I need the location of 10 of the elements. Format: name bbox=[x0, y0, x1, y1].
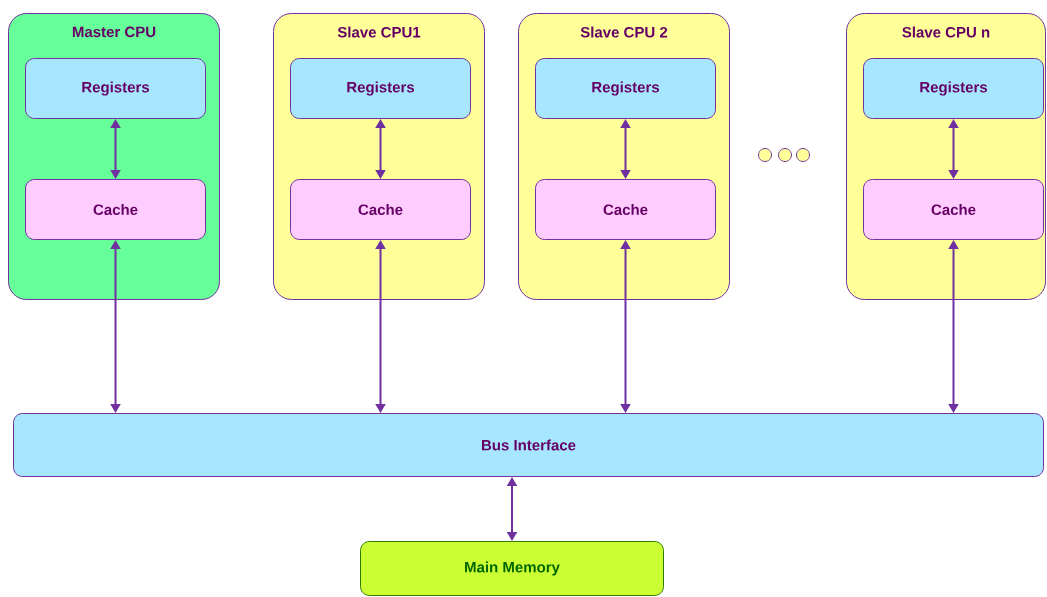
cache-box: Cache bbox=[863, 179, 1044, 240]
cache-box: Cache bbox=[25, 179, 206, 240]
cache-box: Cache bbox=[535, 179, 716, 240]
cache-box: Cache bbox=[290, 179, 471, 240]
bus-interface-box: Bus Interface bbox=[13, 413, 1044, 477]
register-box: Registers bbox=[863, 58, 1044, 119]
register-box: Registers bbox=[290, 58, 471, 119]
register-box: Registers bbox=[25, 58, 206, 119]
memory-box: Main Memory bbox=[360, 541, 664, 596]
register-box: Registers bbox=[535, 58, 716, 119]
